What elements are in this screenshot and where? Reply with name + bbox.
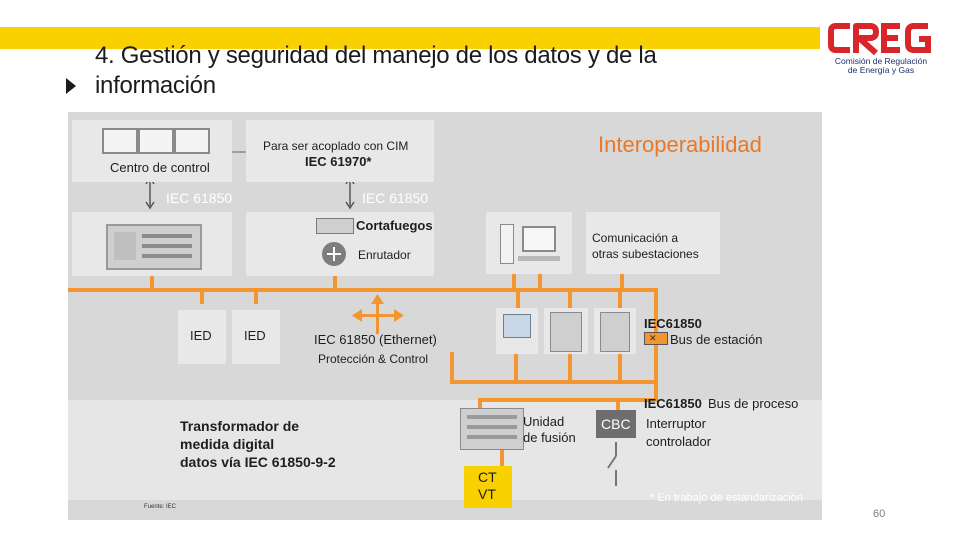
- process-bus-line: [478, 398, 658, 402]
- iec-61850-label-right: IEC 61850: [362, 190, 429, 206]
- firewall-icon: [316, 218, 354, 234]
- communication-label-2: otras subestaciones: [592, 247, 699, 261]
- station-bus-label: Bus de estación: [670, 332, 763, 347]
- interoperability-diagram: Centro de control Para ser acoplado con …: [68, 112, 822, 520]
- ied-label: IED: [190, 328, 212, 343]
- station-bus-standard: IEC61850: [644, 316, 702, 331]
- monitor-icon: [102, 128, 138, 154]
- breaker-label-2: controlador: [646, 434, 712, 449]
- cim-standard-label: IEC 61970*: [305, 154, 372, 169]
- control-center-label: Centro de control: [110, 160, 210, 175]
- monitor-icon: [522, 226, 556, 252]
- cbc-label: CBC: [601, 416, 631, 432]
- merging-unit-label-2: de fusión: [523, 430, 576, 445]
- cim-box: Para ser acoplado con CIM IEC 61970*: [246, 120, 434, 182]
- relay-display-icon: [503, 314, 531, 338]
- workstation-box: [486, 212, 572, 274]
- transformer-label: Transformador de: [180, 418, 300, 434]
- source-note: Fuente: IEC: [144, 504, 177, 510]
- creg-logo: [828, 20, 934, 80]
- monitor-icon: [174, 128, 210, 154]
- transformer-label-2: medida digital: [180, 436, 275, 452]
- communication-box: Comunicación a otras subestaciones: [586, 212, 720, 274]
- transformer-label-3: datos vía IEC 61850-9-2: [180, 454, 336, 470]
- server-box: [72, 212, 232, 276]
- ied-box: IED: [232, 310, 280, 364]
- firewall-router-box: Cortafuegos Enrutador: [246, 212, 434, 276]
- slide-title-line-2: información: [95, 72, 216, 99]
- switch-icon: ✕: [644, 332, 668, 345]
- pc-tower-icon: [500, 224, 514, 264]
- station-bus-line: [68, 288, 658, 292]
- process-bus-standard: IEC61850: [644, 396, 702, 411]
- relay-device-box: [496, 308, 538, 354]
- vt-label: VT: [478, 486, 496, 502]
- merging-unit-icon: [460, 408, 524, 450]
- bullet-arrow-icon: [66, 78, 76, 94]
- creg-logo-subtitle: Comisión de Regulación de Energía y Gas: [826, 57, 936, 75]
- ied-box: IED: [178, 310, 226, 364]
- ied-label: IED: [244, 328, 266, 343]
- server-rack-icon: [106, 224, 202, 270]
- cbc-box: CBC: [596, 410, 636, 438]
- process-level-band: [68, 400, 822, 500]
- ethernet-label: IEC 61850 (Ethernet): [314, 332, 437, 347]
- merging-unit-label: Unidad: [523, 414, 565, 429]
- router-label: Enrutador: [358, 248, 411, 262]
- footnote: * En trabajo de estandarización: [650, 492, 803, 504]
- protection-device-box: [544, 308, 588, 354]
- logo-subtitle-line-1: Comisión de Regulación: [834, 56, 928, 66]
- control-center-box: Centro de control: [72, 120, 232, 182]
- firewall-label: Cortafuegos: [356, 218, 433, 233]
- controller-device-icon: [600, 312, 630, 352]
- router-icon: [322, 242, 346, 266]
- title-accent-bar: [0, 27, 820, 49]
- iec-61850-label-left: IEC 61850: [166, 190, 233, 206]
- process-bus-label: Bus de proceso: [708, 396, 799, 411]
- controller-device-box: [594, 308, 636, 354]
- ct-label: CT: [478, 469, 497, 485]
- communication-label: Comunicación a: [592, 231, 679, 245]
- logo-subtitle-line-2: de Energía y Gas: [847, 65, 915, 75]
- protection-control-label: Protección & Control: [318, 352, 429, 366]
- creg-logo-mark: [828, 23, 931, 56]
- keyboard-icon: [518, 256, 560, 261]
- protection-device-icon: [550, 312, 582, 352]
- monitor-icon: [138, 128, 174, 154]
- ct-vt-box: CT VT: [464, 466, 512, 508]
- breaker-switch-icon: [607, 442, 617, 486]
- page-number: 60: [873, 508, 886, 520]
- diagram-heading: Interoperabilidad: [598, 132, 762, 157]
- slide-title-line-1: 4. Gestión y seguridad del manejo de los…: [95, 42, 657, 69]
- cim-label: Para ser acoplado con CIM: [263, 139, 409, 153]
- breaker-label: Interruptor: [646, 416, 706, 431]
- lower-bus-line: [450, 380, 658, 384]
